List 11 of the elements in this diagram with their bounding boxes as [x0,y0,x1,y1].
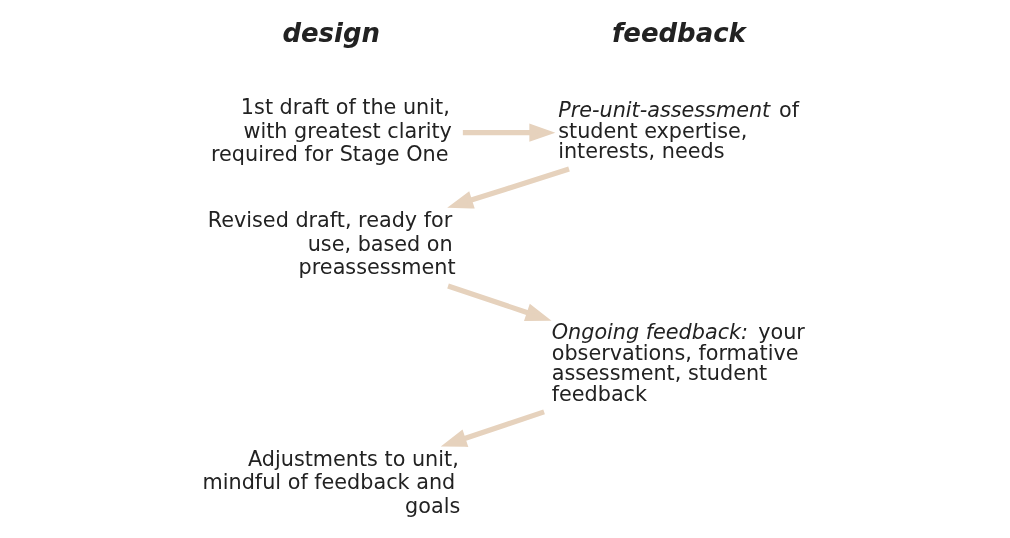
label: design [282,17,380,48]
arrow [462,123,556,142]
node-text: Pre-unit-assessment of student expertise, interests, needs [558,97,799,164]
node-text: Revised draft, ready for use, based on preassessment [207,208,456,279]
arrow [440,409,545,447]
node-text: Ongoing feedback: your observations, formative assessment, student feedback [551,319,805,407]
label: feedback [612,17,746,48]
node-text: 1st draft of the unit, with greatest clarity required for Stage One [211,95,452,167]
arrow [447,283,552,322]
arrow [447,166,570,209]
node-text: Adjustments to unit, mindful of feedback and goals [202,447,461,518]
